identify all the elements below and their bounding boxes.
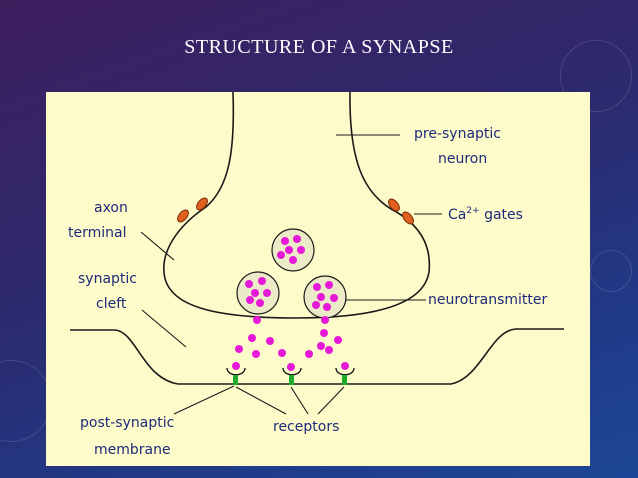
label-neurotransmitter: neurotransmitter — [428, 292, 547, 308]
ca-gate-right — [388, 198, 400, 212]
label-neuron: neuron — [438, 151, 487, 167]
receptor — [226, 367, 246, 385]
ca-gate-right — [402, 211, 414, 225]
ca-gate-left — [196, 197, 208, 211]
slide-title: STRUCTURE OF A SYNAPSE — [184, 36, 454, 58]
ca-gate-left — [177, 209, 189, 223]
label-receptors: receptors — [273, 419, 339, 435]
label-terminal: terminal — [68, 225, 126, 241]
presynaptic-terminal-outline — [163, 92, 431, 319]
postsynaptic-membrane — [70, 328, 564, 385]
receptor — [282, 367, 302, 385]
diagram-panel: pre-synaptic neuron axon terminal Ca2+ g… — [46, 92, 590, 466]
label-synaptic: synaptic — [78, 271, 137, 287]
label-cleft: cleft — [96, 296, 127, 312]
label-axon: axon — [94, 200, 128, 216]
label-pre-synaptic: pre-synaptic — [414, 126, 501, 142]
neurotransmitter-molecules — [232, 235, 349, 371]
receptor — [335, 367, 355, 385]
background-decoration-circle — [0, 360, 52, 442]
leader-lines — [140, 134, 442, 415]
label-post-synaptic: post-synaptic — [80, 415, 174, 431]
background-decoration-circle — [590, 250, 632, 292]
background-decoration-circle — [560, 40, 632, 112]
synapse-diagram: pre-synaptic neuron axon terminal Ca2+ g… — [68, 92, 564, 458]
label-membrane: membrane — [94, 442, 171, 458]
label-ca-gates: Ca2+ gates — [448, 206, 523, 223]
